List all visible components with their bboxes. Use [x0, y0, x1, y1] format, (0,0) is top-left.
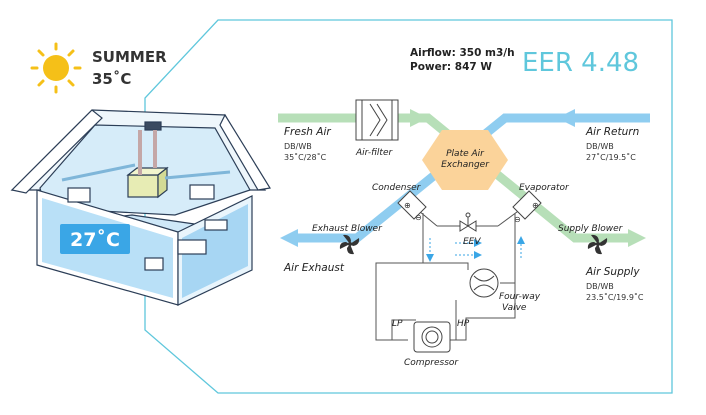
air-supply-value: 23.5˚C/19.9˚C	[586, 292, 644, 302]
outdoor-temp: 35˚C	[92, 70, 131, 88]
exchanger-label-2: Exchanger	[441, 160, 490, 170]
eev-valve-icon	[459, 212, 477, 232]
return-air-arrow	[557, 109, 575, 127]
air-supply-label: Air Supply	[585, 266, 640, 278]
eev-label: EEV	[463, 237, 481, 247]
evaporator-label: Evaporator	[519, 183, 570, 193]
exhaust-blower-label: Exhaust Blower	[312, 224, 383, 234]
exhaust-air-arrow	[280, 229, 298, 247]
svg-text:⊕: ⊕	[532, 201, 539, 210]
lp-label: LP	[392, 319, 403, 329]
svg-text:⊕: ⊕	[404, 201, 411, 210]
exchanger-label-1: Plate Air	[446, 149, 485, 159]
refrigerant-flow-arrows	[426, 236, 525, 262]
eer-readout: EER 4.48	[522, 48, 639, 78]
fresh-air-value: 35˚C/28˚C	[284, 152, 327, 162]
house-illustration	[10, 109, 271, 306]
svg-text:⊖: ⊖	[415, 213, 422, 222]
air-filter-icon	[355, 99, 399, 141]
evaporator-coil: ⊕ ⊖	[512, 190, 542, 224]
air-return-label: Air Return	[585, 126, 639, 138]
supply-air-arrow	[628, 229, 646, 247]
indoor-temp-badge	[60, 224, 130, 254]
condenser-coil: ⊕ ⊖	[397, 190, 427, 222]
condenser-label: Condenser	[372, 183, 422, 193]
air-return-db-label: DB/WB	[586, 142, 614, 151]
four-way-valve-icon	[469, 268, 499, 298]
svg-text:⊖: ⊖	[514, 215, 521, 224]
fresh-air-arrow	[410, 109, 428, 127]
airflow-readout: Airflow: 350 m3/h	[410, 47, 515, 59]
compressor-label: Compressor	[404, 358, 459, 368]
compressor-icon	[413, 321, 451, 353]
indoor-temp: 27˚C	[70, 228, 120, 251]
four-way-valve-label-2: Valve	[502, 303, 527, 313]
supply-blower-label: Supply Blower	[558, 224, 624, 234]
exhaust-blower-icon	[339, 234, 360, 255]
air-supply-db-label: DB/WB	[586, 282, 614, 291]
callout-frame	[144, 19, 673, 394]
fresh-air-flow	[278, 113, 628, 243]
sun-icon	[30, 42, 82, 94]
air-filter-label: Air-filter	[355, 148, 393, 158]
hp-label: HP	[457, 319, 470, 329]
return-air-flow	[298, 113, 650, 243]
supply-blower-icon	[587, 234, 608, 255]
season-label: SUMMER	[92, 48, 167, 66]
fresh-air-label: Fresh Air	[284, 126, 331, 138]
four-way-valve-label-1: Four-way	[499, 292, 541, 302]
air-return-value: 27˚C/19.5˚C	[586, 152, 636, 162]
fresh-air-db-label: DB/WB	[284, 142, 312, 151]
plate-air-exchanger	[422, 130, 508, 190]
power-readout: Power: 847 W	[410, 61, 492, 73]
air-exhaust-label: Air Exhaust	[283, 262, 345, 274]
